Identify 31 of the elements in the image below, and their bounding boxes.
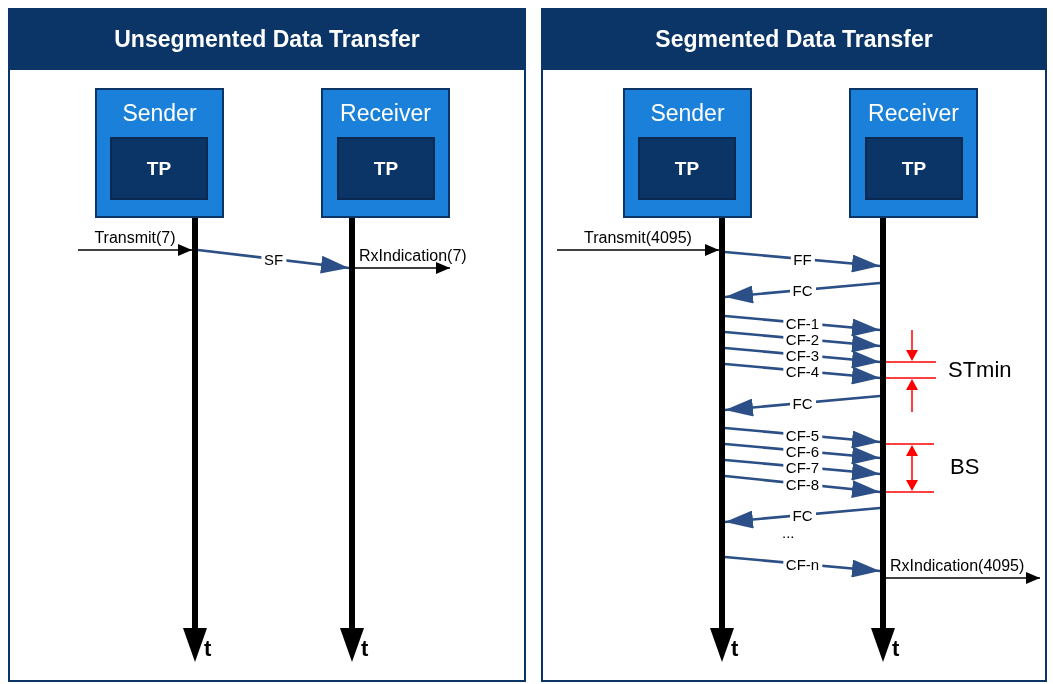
time-label: t (204, 636, 212, 662)
tp-box: TP (337, 137, 435, 200)
message-arrow (885, 572, 1041, 584)
ecu-box (623, 88, 752, 218)
panel (541, 8, 1047, 682)
ecu-label: Receiver (339, 100, 432, 127)
time-label: t (731, 636, 739, 662)
panel-header: Unsegmented Data Transfer (8, 8, 526, 70)
time-label: t (361, 636, 369, 662)
edge-label: RxIndication(4095) (890, 557, 1025, 574)
ecu-box (321, 88, 450, 218)
annotation-label: BS (950, 454, 980, 480)
message-arrow (77, 244, 193, 256)
ecu-label: Sender (121, 100, 198, 127)
tp-box: TP (110, 137, 208, 200)
ecu-label: Receiver (867, 100, 960, 127)
message-arrow (354, 262, 451, 274)
ecu-box (849, 88, 978, 218)
message-arrow (556, 244, 720, 256)
panel (8, 8, 526, 682)
tp-box: TP (638, 137, 736, 200)
time-label: t (892, 636, 900, 662)
ecu-label: Sender (649, 100, 726, 127)
annotation-label: STmin (948, 357, 1012, 383)
edge-label: Transmit(7) (94, 229, 176, 246)
edge-label: Transmit(4095) (584, 229, 692, 246)
annotation-label: ... (782, 524, 795, 541)
panel-header: Segmented Data Transfer (541, 8, 1047, 70)
ecu-box (95, 88, 224, 218)
edge-label: RxIndication(7) (359, 247, 467, 264)
tp-box: TP (865, 137, 963, 200)
